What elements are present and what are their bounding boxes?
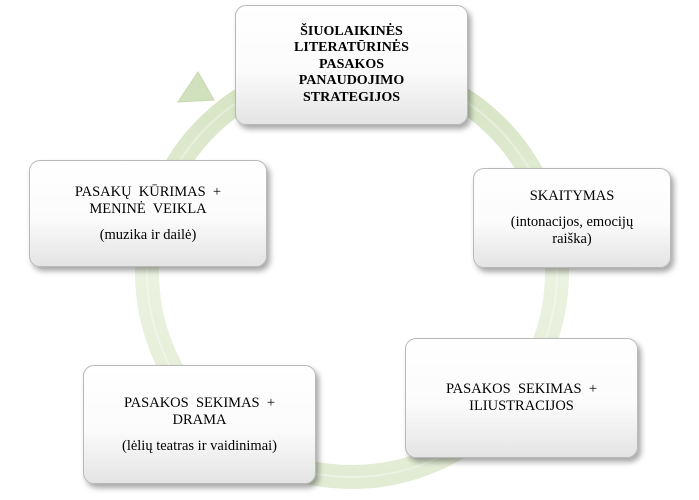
node-drama-title-2: DRAMA — [172, 411, 227, 428]
node-illustrations-title-2: ILIUSTRACIJOS — [469, 398, 574, 414]
center-node-strategies: ŠIUOLAIKINĖS LITERATŪRINĖS PASAKOS PANAU… — [235, 5, 468, 125]
node-reading-sub-line-1: (intonacijos, emocijų — [510, 214, 634, 230]
node-reading-sub: (intonacijos, emocijų raiška) — [511, 214, 633, 248]
node-creation-sub: (muzika ir dailė) — [99, 226, 197, 243]
center-line-1: ŠIUOLAIKINĖS — [300, 23, 403, 39]
node-reading: SKAITYMAS (intonacijos, emocijų raiška) — [473, 168, 671, 268]
center-line-5: STRATEGIJOS — [303, 89, 400, 105]
cycle-arrowhead — [177, 71, 215, 103]
node-drama-sub: (lėlių teatras ir vaidinimai) — [121, 437, 277, 454]
center-line-3: PASAKOS — [318, 56, 385, 72]
node-reading-sub-line-2: raiška) — [552, 231, 592, 247]
node-storytelling-drama: PASAKOS SEKIMAS + DRAMA (lėlių teatras i… — [83, 365, 316, 484]
node-storytelling-illustrations: PASAKOS SEKIMAS + ILIUSTRACIJOS — [405, 338, 638, 458]
node-fairytale-creation: PASAKŲ KŪRIMAS + MENINĖ VEIKLA (muzika i… — [29, 160, 267, 267]
node-creation-title-1: PASAKŲ KŪRIMAS + — [74, 183, 222, 200]
node-creation-title-2: MENINĖ VEIKLA — [89, 200, 207, 217]
center-line-2: LITERATŪRINĖS — [294, 40, 409, 56]
node-drama-title-1: PASAKOS SEKIMAS + — [123, 394, 276, 411]
node-illustrations-title-1: PASAKOS SEKIMAS + — [445, 381, 598, 397]
node-reading-title: SKAITYMAS — [529, 188, 615, 204]
center-line-4: PANAUDOJIMO — [298, 73, 405, 89]
